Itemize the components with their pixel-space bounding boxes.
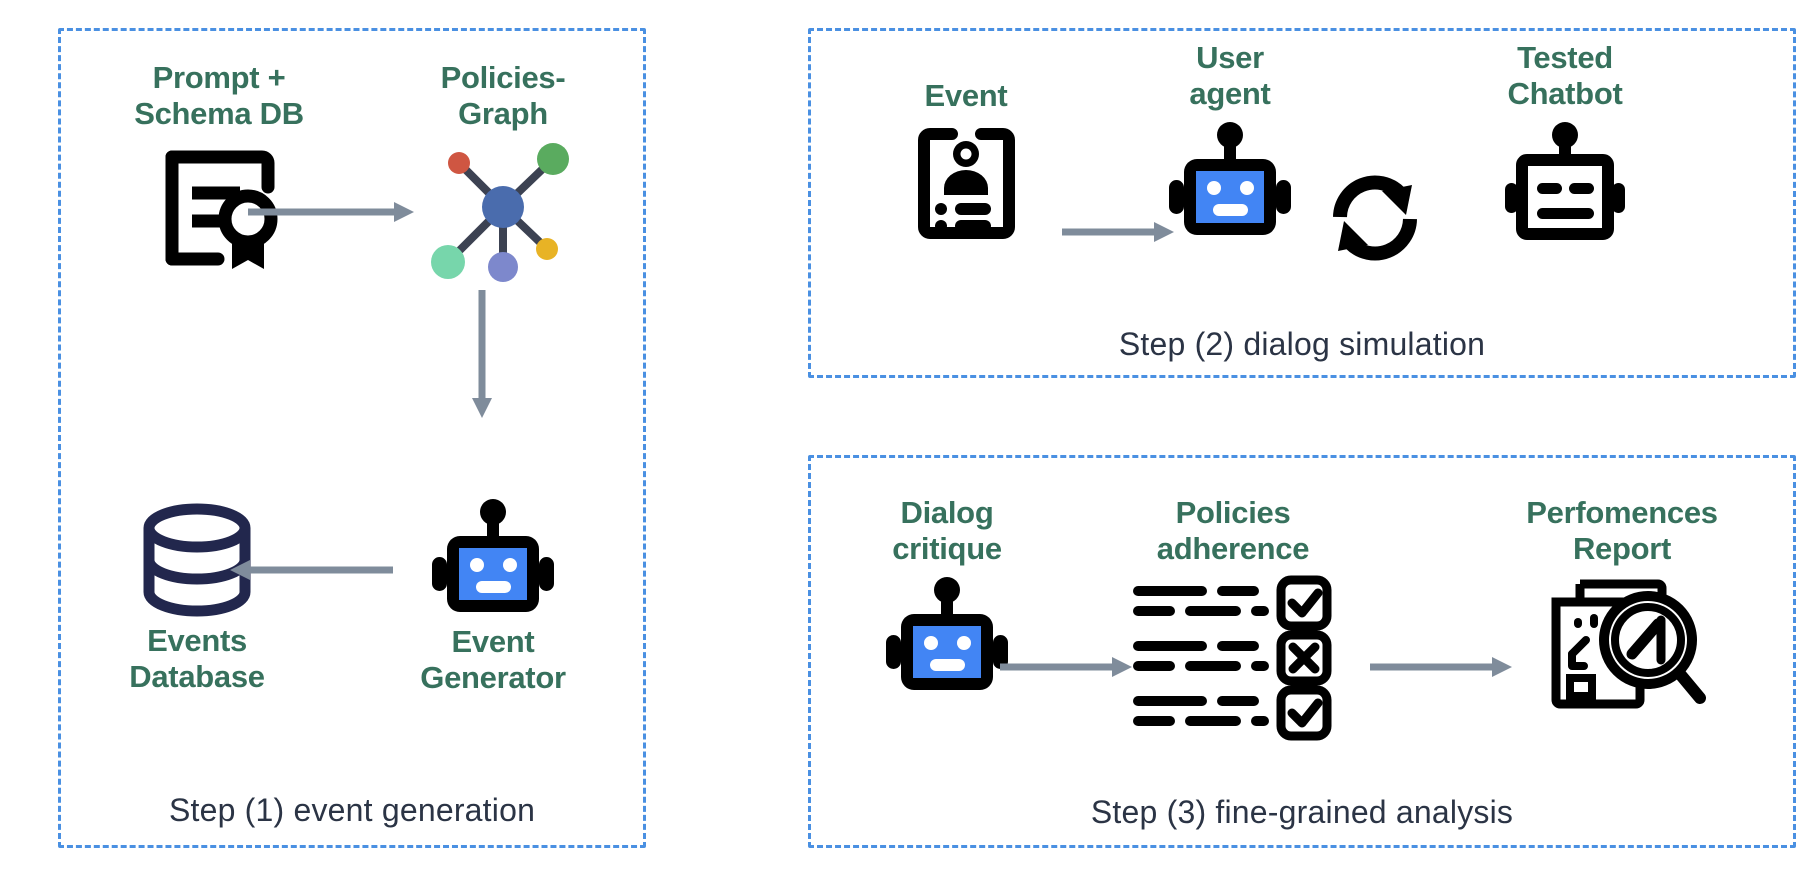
node-prompt-schema-db-label: Prompt + Schema DB [134,60,304,132]
database-icon [62,503,332,619]
node-dialog-critique: Dialog critique [832,495,1062,698]
robot-outline-icon [1440,121,1690,243]
report-magnifier-icon [1472,578,1772,713]
node-user-agent: User agent [1120,40,1340,243]
node-event-generator: Event Generator [368,499,618,697]
graph-node-yellow [536,237,558,260]
node-tested-chatbot: Tested Chatbot [1440,40,1690,243]
node-event: Event [856,78,1076,241]
arrow-event-to-user-agent [1062,220,1177,244]
graph-node-green [537,142,569,175]
node-events-database-label: Events Database [129,623,265,695]
checkbox-crossed [1276,630,1332,686]
node-policies-adherence: Policies adherence [1088,495,1378,741]
panel-step-1-caption: Step (1) event generation [168,792,536,828]
arrow-generator-to-database [228,558,393,582]
certificate-document-icon [84,143,354,273]
node-event-generator-label: Event Generator [420,624,566,696]
clipboard-id-icon [856,126,1076,241]
robot-blue-icon [368,499,618,620]
checkbox-checked [1276,575,1332,631]
checkbox-checked [1276,685,1332,741]
arrow-policies-to-generator [470,290,494,420]
network-graph-icon [378,137,628,287]
node-user-agent-label: User agent [1189,40,1271,112]
checklist-icon [1088,575,1378,741]
graph-node-mint [431,244,465,279]
node-prompt-schema-db: Prompt + Schema DB [84,60,354,273]
panel-step-3-caption: Step (3) fine-grained analysis [1090,794,1514,830]
graph-node-red [448,151,470,174]
arrow-adherence-to-report [1370,655,1515,679]
sync-arrows-icon [1320,165,1430,270]
node-dialog-critique-label: Dialog critique [892,495,1002,567]
graph-node-periwinkle [488,251,518,282]
node-tested-chatbot-label: Tested Chatbot [1507,40,1623,112]
node-event-label: Event [924,78,1008,113]
node-perfomences-report-label: Perfomences Report [1526,495,1718,567]
graph-node-center [482,185,524,228]
arrow-critique-to-adherence [1000,655,1135,679]
node-policies-graph: Policies- Graph [378,60,628,287]
panel-step-2: Step (2) dialog simulation [808,28,1796,378]
node-policies-adherence-label: Policies adherence [1156,495,1310,567]
node-perfomences-report: Perfomences Report [1472,495,1772,713]
robot-blue-icon [1120,121,1340,243]
panel-step-2-caption: Step (2) dialog simulation [1118,326,1486,362]
arrow-prompt-to-policies [248,200,418,224]
node-events-database: Events Database [62,500,332,696]
robot-blue-icon [832,576,1062,698]
node-policies-graph-label: Policies- Graph [440,60,566,132]
